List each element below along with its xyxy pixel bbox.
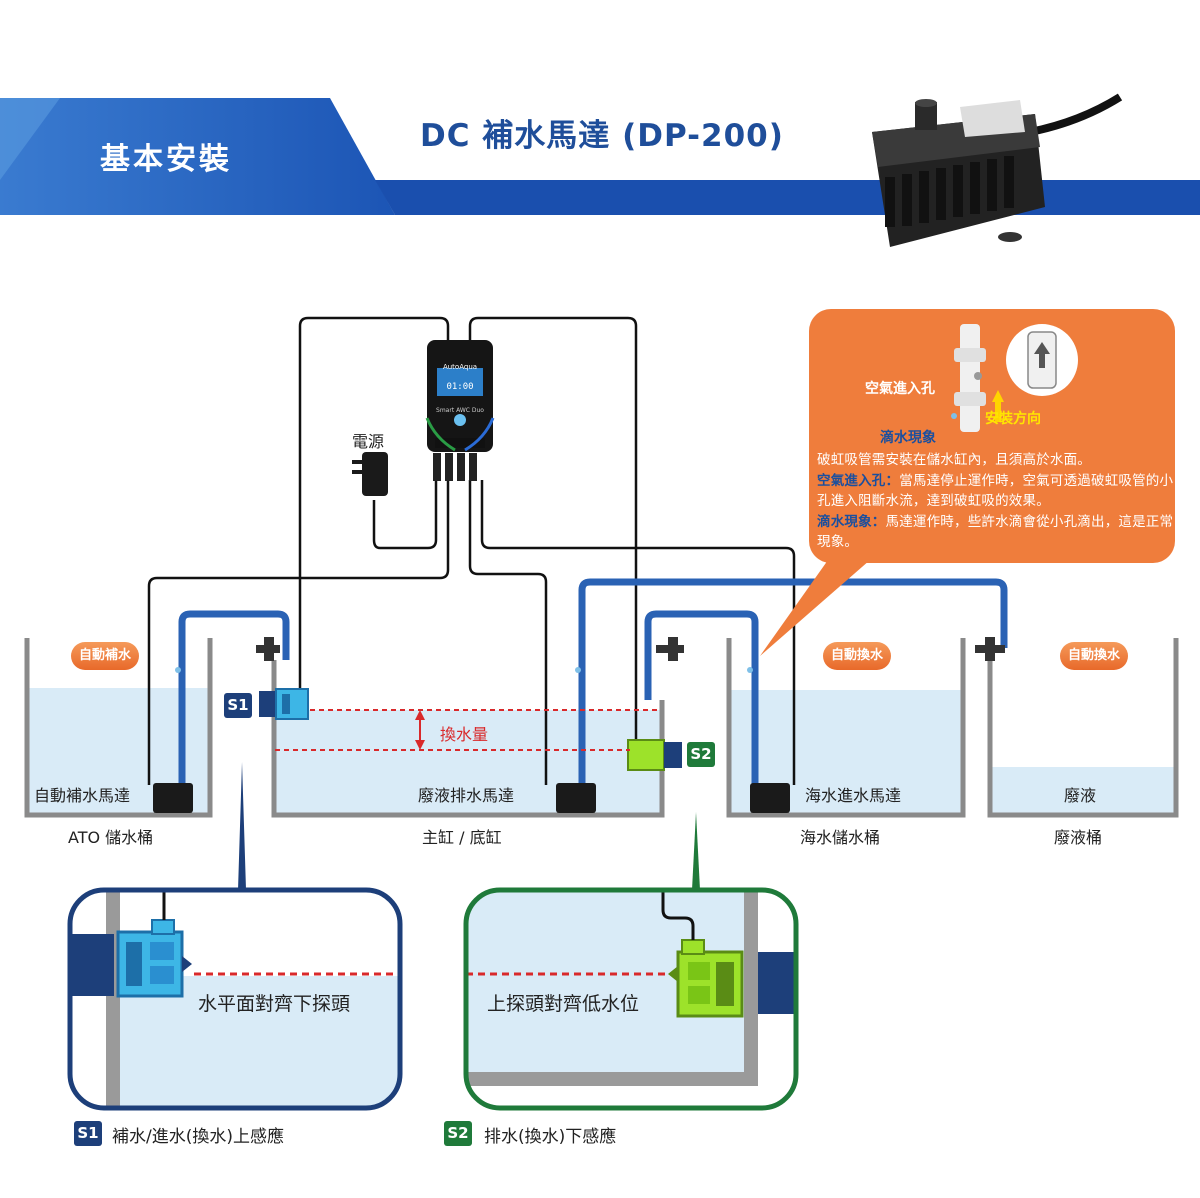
callout-text: 破虹吸管需安裝在儲水缸內，且須高於水面。 空氣進入孔：當馬達停止運作時，空氣可透… [817,450,1177,553]
drip-label: 滴水現象 [880,430,936,446]
ato-pump-label: 自動補水馬達 [34,786,131,805]
ato-tank-name: ATO 儲水桶 [68,828,154,847]
seawater-pump-label: 海水進水馬達 [805,786,902,805]
seawater-pill: 自動換水 [823,642,891,670]
callout-drip-paragraph: 滴水現象：馬達運作時，些許水滴會從小孔滴出，這是正常現象。 [817,512,1177,553]
waste-content-label: 廢液 [1064,786,1097,805]
legend-s1-badge: S1 [74,1121,102,1146]
s1-zoom-caption: 水平面對齊下探頭 [198,993,351,1015]
controller-brand: AutoAqua [442,363,478,371]
waste-tank-outline [987,638,1179,818]
ato-pump [153,783,193,813]
air-key: 空氣進入孔： [817,472,900,489]
waste-water [992,767,1175,814]
waste-pill: 自動換水 [1060,642,1128,670]
main-water [275,710,661,814]
controller-model: Smart AWC Duo [436,407,484,414]
drain-pump [556,783,596,813]
dc-pump-image [872,93,1123,247]
legend-s2-text: 排水(換水)下感應 [484,1127,617,1147]
main-tank-name: 主缸 / 底缸 [422,828,502,847]
seawater-tank-name: 海水儲水桶 [800,828,881,847]
legend-s1-text: 補水/進水(換水)上感應 [112,1127,284,1147]
siphon-breaker-callout [809,309,1175,563]
air-inlet-label: 空氣進入孔 [865,381,935,397]
drip-key: 滴水現象： [817,513,886,530]
ato-pill: 自動補水 [71,642,139,670]
section-title: 基本安裝 [100,142,232,177]
s2-zoom-panel [463,887,799,1111]
callout-line1: 破虹吸管需安裝在儲水缸內，且須高於水面。 [817,452,1091,468]
ato-tank-outline [24,638,213,818]
s2-zoom-caption: 上探頭對齊低水位 [487,993,640,1015]
smart-awc-duo-controller [425,340,495,481]
controller-display: 01:00 [446,382,474,392]
s2-badge: S2 [687,742,715,767]
s2-sensor [627,739,682,771]
air-text: 當馬達停止運作時，空氣可透過破虹吸管的小孔進入阻斷水流，達到破虹吸的效果。 [817,472,1174,510]
product-title: DC 補水馬達 (DP-200) [420,118,784,154]
legend-s2-badge: S2 [444,1121,472,1146]
siphon-breaker-illustration [951,324,1078,432]
drip-text: 馬達運作時，些許水滴會從小孔滴出，這是正常現象。 [817,513,1174,551]
waste-tank-name: 廢液桶 [1054,828,1103,847]
seawater-tank-outline [726,638,966,818]
exchange-volume-label: 換水量 [440,725,489,744]
drain-pump-label: 廢液排水馬達 [418,786,515,805]
power-label: 電源 [352,432,385,451]
power-adapter-icon [352,452,388,496]
s1-zoom-panel [67,887,403,1111]
direction-label: 安裝方向 [985,411,1041,427]
seawater-pump [750,783,790,813]
s1-badge: S1 [224,693,252,718]
s1-sensor [259,688,309,720]
callout-air-paragraph: 空氣進入孔：當馬達停止運作時，空氣可透過破虹吸管的小孔進入阻斷水流，達到破虹吸的… [817,471,1177,512]
